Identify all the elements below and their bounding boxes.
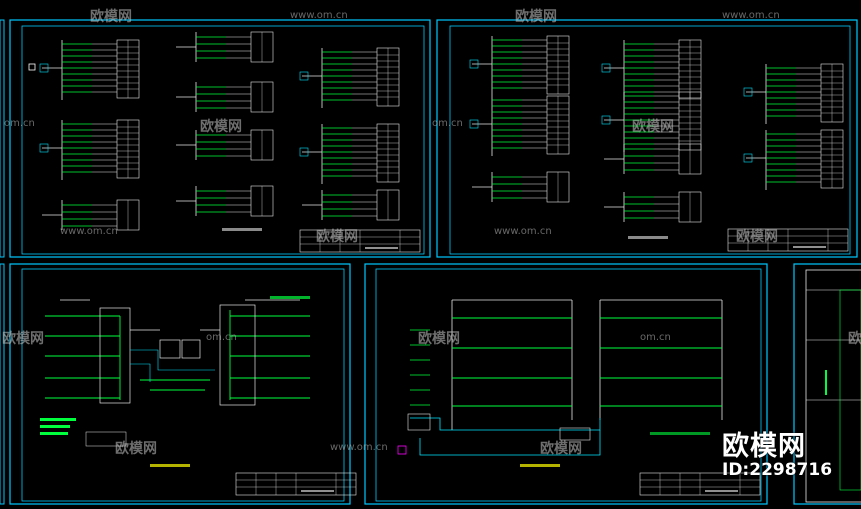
sheet-5 xyxy=(793,263,861,505)
watermark-site: www.om.cn xyxy=(494,226,552,237)
watermark-site: www.om.cn xyxy=(330,442,388,453)
corner-brand-logo: 欧模网 xyxy=(722,431,806,462)
watermark-brand: 欧模网 xyxy=(316,229,358,245)
watermark-site: om.cn xyxy=(640,332,671,343)
watermark-brand: 欧模网 xyxy=(418,331,460,347)
watermark-brand: 欧模网 xyxy=(848,331,861,347)
watermark-site: www.om.cn xyxy=(290,10,348,21)
watermark-site: om.cn xyxy=(206,332,237,343)
watermark-brand: 欧模网 xyxy=(115,441,157,457)
corner-brand-id: ID:2298716 xyxy=(722,460,833,480)
sheet-2 xyxy=(436,19,858,258)
watermark-site: www.om.cn xyxy=(60,226,118,237)
watermark-site: om.cn xyxy=(4,118,35,129)
sheet-1 xyxy=(9,19,431,258)
watermark-site: om.cn xyxy=(432,118,463,129)
watermark-brand: 欧模网 xyxy=(515,9,557,25)
watermark-site: www.om.cn xyxy=(722,10,780,21)
sheet-3 xyxy=(9,263,357,505)
sheet-4 xyxy=(364,263,768,505)
watermark-brand: 欧模网 xyxy=(90,9,132,25)
watermark-brand: 欧模网 xyxy=(2,331,44,347)
watermark-brand: 欧模网 xyxy=(632,119,674,135)
watermark-brand: 欧模网 xyxy=(736,229,778,245)
watermark-brand: 欧模网 xyxy=(200,119,242,135)
watermark-brand: 欧模网 xyxy=(540,441,582,457)
